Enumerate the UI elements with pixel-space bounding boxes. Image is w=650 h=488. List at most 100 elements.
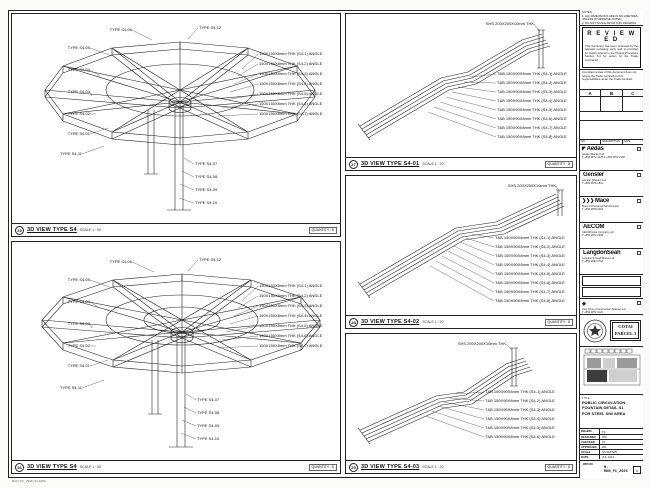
- aedas-triangle-icon: ◤: [582, 146, 586, 152]
- leader-label: 150X150X8mm THK (S4-1) ANGLE: [259, 51, 323, 56]
- view-title-bar: 26 3D VIEW TYPE S4 SCALE 1 : 50 QUANTITY…: [12, 460, 340, 473]
- mace-logo: ❯❯❯Mace: [582, 198, 610, 204]
- view-title: 3D VIEW TYPE S4-02: [361, 319, 420, 325]
- checkbox-icon: [637, 251, 641, 255]
- consultant-gensler: Gensler Gensler (Macau) Ltd. T +853 2878…: [580, 171, 643, 197]
- checkbox-icon: [637, 173, 641, 177]
- contractor-block: ◈ Hsin Chong Construction (Macau) Ltd. T…: [580, 299, 643, 315]
- leader-label: T&B 150X90X8mm THK (S4-3) ANGLE: [495, 253, 565, 258]
- plot-stamp: RUN_FC_2506_S4.DWG: [12, 479, 47, 483]
- detail-bubble: 25: [15, 225, 24, 235]
- leader-label: 150X150X8mm THK (S4-7) ANGLE: [259, 343, 323, 348]
- status-a-box: [580, 97, 600, 111]
- leader-label: TYPE S4-01: [67, 363, 90, 368]
- title-block: NOTES: 1. ALL DIMENSIONS ARE IN MILLIMET…: [579, 10, 643, 478]
- drawing-number-row: WR NO. M-RUN_FC_2506 1: [580, 461, 643, 478]
- view-title: 3D VIEW TYPE S4: [27, 227, 77, 233]
- leader-label: T&B 150X90X8mm THK (S4-4) ANGLE: [497, 98, 567, 103]
- revision-header: NO. DESCRIPTION DATE: [580, 139, 643, 144]
- project-seal-row: COTAI PARCEL 3: [580, 315, 643, 347]
- leader-label: TYPE S4-04: [67, 67, 90, 72]
- leader-label: 150X150X8mm THK (S4-7) ANGLE: [259, 111, 323, 116]
- abc-status-boxes: A B C: [580, 90, 643, 112]
- drawing-area: 150X150X8mm THK (S4-1) ANGLE 150X150X8mm …: [12, 242, 340, 460]
- leader-label: TYPE S4-07: [195, 161, 218, 166]
- consultant-aedas: ◤Aedas Aedas (Macau) Ltd. T +853 2872 32…: [580, 145, 643, 171]
- checkbox-icon: [637, 147, 641, 151]
- checkbox-icon: [637, 301, 641, 305]
- leader-label: T&B 150X90X8mm THK (S4-7) ANGLE: [495, 289, 565, 294]
- view-title: 3D VIEW TYPE S4-03: [361, 464, 420, 470]
- leader-label: TYPE S4-12: [199, 257, 222, 262]
- view-title: 3D VIEW TYPE S4-01: [361, 161, 420, 167]
- leader-label: T&B 150X90X8mm THK (S4-2) ANGLE: [497, 80, 567, 85]
- drawing-title-line: FOR STEEL S/W AREA: [582, 410, 626, 416]
- stamp-boxes: [580, 275, 643, 299]
- leader-label: TYPE S4-02: [67, 343, 90, 348]
- leader-label: TYPE S4-09: [197, 423, 220, 428]
- drawing-area: 150X150X8mm THK (S4-1) ANGLE 150X150X8mm …: [12, 14, 340, 223]
- view-scale: SCALE 1 : 20: [422, 465, 444, 469]
- detail-bubble: 29: [349, 462, 358, 472]
- empty-stamp-box: [582, 276, 641, 286]
- leader-label: 150X150X8mm THK (S4-4) ANGLE: [259, 81, 323, 86]
- chevrons-logo-icon: ❯❯❯: [582, 198, 594, 204]
- quantity-note: QUANTITY : 8: [308, 463, 337, 471]
- leader-label: TYPE S4-04: [67, 299, 90, 304]
- leader-label: 150X150X8mm THK (S4-3) ANGLE: [259, 303, 323, 308]
- view-panel-type-s4-bottom: 150X150X8mm THK (S4-1) ANGLE 150X150X8mm …: [11, 241, 341, 474]
- leader-label: SHS 200X200X10mm THK: [507, 183, 556, 188]
- note-line: 2. DO NOT SCALE FROM THIS DRAWING.: [582, 20, 637, 25]
- checkbox-icon: [637, 225, 641, 229]
- leader-label: T&B 150X90X8mm THK (S4-4) ANGLE: [485, 416, 555, 421]
- leader-label: T&B 150X90X8mm THK (S4-2) ANGLE: [485, 398, 555, 403]
- leader-label: T&B 150X90X8mm THK (S4-8) ANGLE: [497, 134, 567, 139]
- leader-label: TYPE S4-03: [67, 89, 90, 94]
- dwg-no-value: M-RUN_FC_2506: [604, 465, 628, 474]
- leader-label: 150X150X8mm THK (S4-3) ANGLE: [259, 71, 323, 76]
- general-notes: NOTES: 1. ALL DIMENSIONS ARE IN MILLIMET…: [580, 10, 643, 26]
- leader-label: 150X150X8mm THK (S4-6) ANGLE: [259, 333, 323, 338]
- leader-label: 150X150X8mm THK (S4-5) ANGLE: [259, 91, 323, 96]
- leader-label: SHS 200X200X10mm THK: [485, 21, 534, 26]
- reviewed-stamp-body: This document has been reviewed by the r…: [585, 44, 638, 62]
- leader-label: T&B 150X90X8mm THK (S4-7) ANGLE: [497, 125, 567, 130]
- leader-label: TYPE S4-10: [195, 200, 218, 205]
- leader-label: TYPE S4-01: [67, 131, 90, 136]
- leader-label: 150X150X8mm THK (S4-1) ANGLE: [259, 283, 323, 288]
- tube-member-drawing: [357, 185, 565, 302]
- diamond-logo-icon: ◈: [582, 301, 586, 307]
- leader-label: T&B 150X90X8mm THK (S4-3) ANGLE: [485, 407, 555, 412]
- drawing-title-box: TITLE : PUBLIC CIRCULATION FOUNTAIN DETA…: [580, 395, 643, 429]
- leader-label: TYPE S4-11: [60, 385, 82, 390]
- aedas-logo: ◤Aedas: [582, 146, 604, 152]
- aecom-logo: AECOM: [583, 224, 605, 230]
- leader-label: TYPE S4-05: [67, 45, 90, 50]
- revision-table: NO. DESCRIPTION DATE: [580, 121, 643, 145]
- tube-member-drawing: [357, 23, 551, 141]
- leader-label: TYPE S4-11: [60, 151, 82, 156]
- key-plan-drawing: [583, 348, 640, 386]
- leader-label: T&B 150X90X8mm THK (S4-2) ANGLE: [495, 244, 565, 249]
- dwg-no-label: WR NO.: [583, 462, 594, 466]
- leader-label: T&B 150X90X8mm THK (S4-5) ANGLE: [497, 107, 567, 112]
- status-a-label: A: [580, 90, 601, 97]
- leader-label: TYPE S4-08: [197, 410, 220, 415]
- leader-label: SHS 200X200X10mm THK: [457, 341, 506, 346]
- leader-label: T&B 150X90X8mm THK (S4-4) ANGLE: [495, 262, 565, 267]
- detail-bubble: 26: [15, 462, 24, 472]
- radial-steel-structure-drawing: [44, 27, 316, 211]
- project-seal-icon: [583, 319, 607, 342]
- quantity-note: QUANTITY : 8: [308, 226, 337, 234]
- view-title-bar: 28 3D VIEW TYPE S4-02 SCALE 1 : 20 QUANT…: [346, 315, 576, 328]
